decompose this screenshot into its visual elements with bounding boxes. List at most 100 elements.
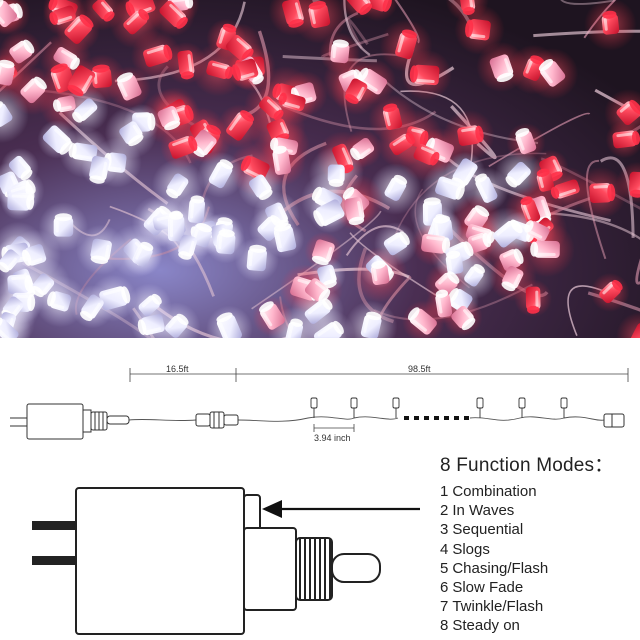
led-string-lights-photo <box>0 0 640 338</box>
led-lights-photo <box>0 0 640 338</box>
led-bulb <box>451 305 476 331</box>
led-bulb <box>515 128 537 155</box>
led-bulb <box>383 231 410 256</box>
wire-strand <box>343 0 371 56</box>
led-bulb <box>272 145 292 175</box>
led-bulb <box>589 182 616 204</box>
led-bulb <box>259 301 285 330</box>
led-bulb <box>64 14 94 44</box>
led-bulb <box>384 174 408 201</box>
led-bulb <box>308 1 331 29</box>
led-bulb <box>49 5 76 25</box>
length-dimension-lines <box>129 368 629 432</box>
led-bulb <box>278 92 306 112</box>
led-bulb <box>360 311 382 338</box>
led-bulb <box>0 317 19 338</box>
led-bulb <box>474 173 498 203</box>
led-bulb <box>168 135 198 159</box>
led-bulb <box>258 96 284 121</box>
led-bulb <box>99 286 131 311</box>
power-adapter-icon <box>32 487 381 635</box>
led-bulb <box>31 273 55 298</box>
led-bulb <box>8 155 33 181</box>
function-mode-number: 6 <box>440 579 449 597</box>
led-bulb <box>90 238 112 264</box>
function-mode-label: Slow Fade <box>452 579 524 597</box>
led-bulb <box>344 78 368 104</box>
led-bulb <box>366 0 392 12</box>
led-bulb <box>53 213 74 237</box>
function-modes-title: 8 Function Modes： <box>440 455 614 476</box>
led-bulb <box>0 59 15 86</box>
led-bulb <box>138 293 162 317</box>
diagram-bulbs <box>310 397 568 418</box>
light-glow <box>616 312 640 338</box>
led-bulb <box>52 95 76 113</box>
led-bulb <box>421 233 451 254</box>
arrow-left-icon <box>262 500 420 518</box>
led-bulb <box>80 294 104 322</box>
led-bulb <box>67 65 96 97</box>
led-bulb <box>313 199 345 227</box>
dimension-diagram: 16.5ft 98.5ft 3.94 inch <box>0 338 640 640</box>
led-bulb <box>226 110 255 141</box>
led-bulb <box>22 244 47 266</box>
led-bulb <box>330 39 350 64</box>
led-bulb <box>612 130 640 149</box>
led-bulb <box>493 219 523 248</box>
led-bulb <box>178 234 197 260</box>
led-bulb <box>404 126 429 148</box>
led-bulb <box>489 54 514 83</box>
led-bulb <box>435 289 453 318</box>
led-bulb <box>20 76 47 104</box>
led-bulb <box>168 211 185 242</box>
led-bulb <box>346 0 372 15</box>
led-bulb <box>357 67 388 95</box>
led-bulb <box>628 171 640 198</box>
led-bulb <box>327 164 345 187</box>
led-bulb <box>382 103 403 130</box>
led-bulb <box>246 244 267 272</box>
led-bulb <box>165 313 189 338</box>
led-bulb <box>216 229 236 255</box>
led-bulb <box>370 260 390 286</box>
led-bulb <box>536 168 555 192</box>
continuation-dots <box>404 416 469 420</box>
lead-wire <box>128 416 605 422</box>
led-bulb <box>344 197 365 226</box>
led-bulb <box>601 10 620 35</box>
led-bulb <box>72 98 98 123</box>
lit-length-label: 98.5ft <box>408 364 431 374</box>
led-bulb <box>240 155 270 181</box>
led-bulb <box>435 176 465 200</box>
function-mode-number: 7 <box>440 598 449 616</box>
led-bulb <box>0 101 13 127</box>
wire-strand <box>538 212 640 240</box>
led-bulb <box>505 161 531 188</box>
function-mode-label: In Waves <box>452 502 515 520</box>
led-bulb <box>166 173 189 199</box>
led-bulb <box>304 278 331 303</box>
led-bulb <box>435 271 460 296</box>
function-mode-number: 1 <box>440 483 449 500</box>
led-bulb <box>389 132 416 156</box>
led-bulb <box>206 60 234 79</box>
led-bulb <box>208 159 234 189</box>
led-bulb <box>550 179 580 199</box>
bulb-spacing-label: 3.94 inch <box>314 433 351 443</box>
led-bulb <box>282 0 304 28</box>
led-bulb <box>409 64 440 86</box>
led-bulb <box>524 220 550 242</box>
led-bulb <box>530 240 560 259</box>
led-bulb <box>91 64 112 89</box>
led-bulb <box>313 320 344 338</box>
led-bulb <box>457 125 484 146</box>
led-bulb <box>132 241 154 267</box>
